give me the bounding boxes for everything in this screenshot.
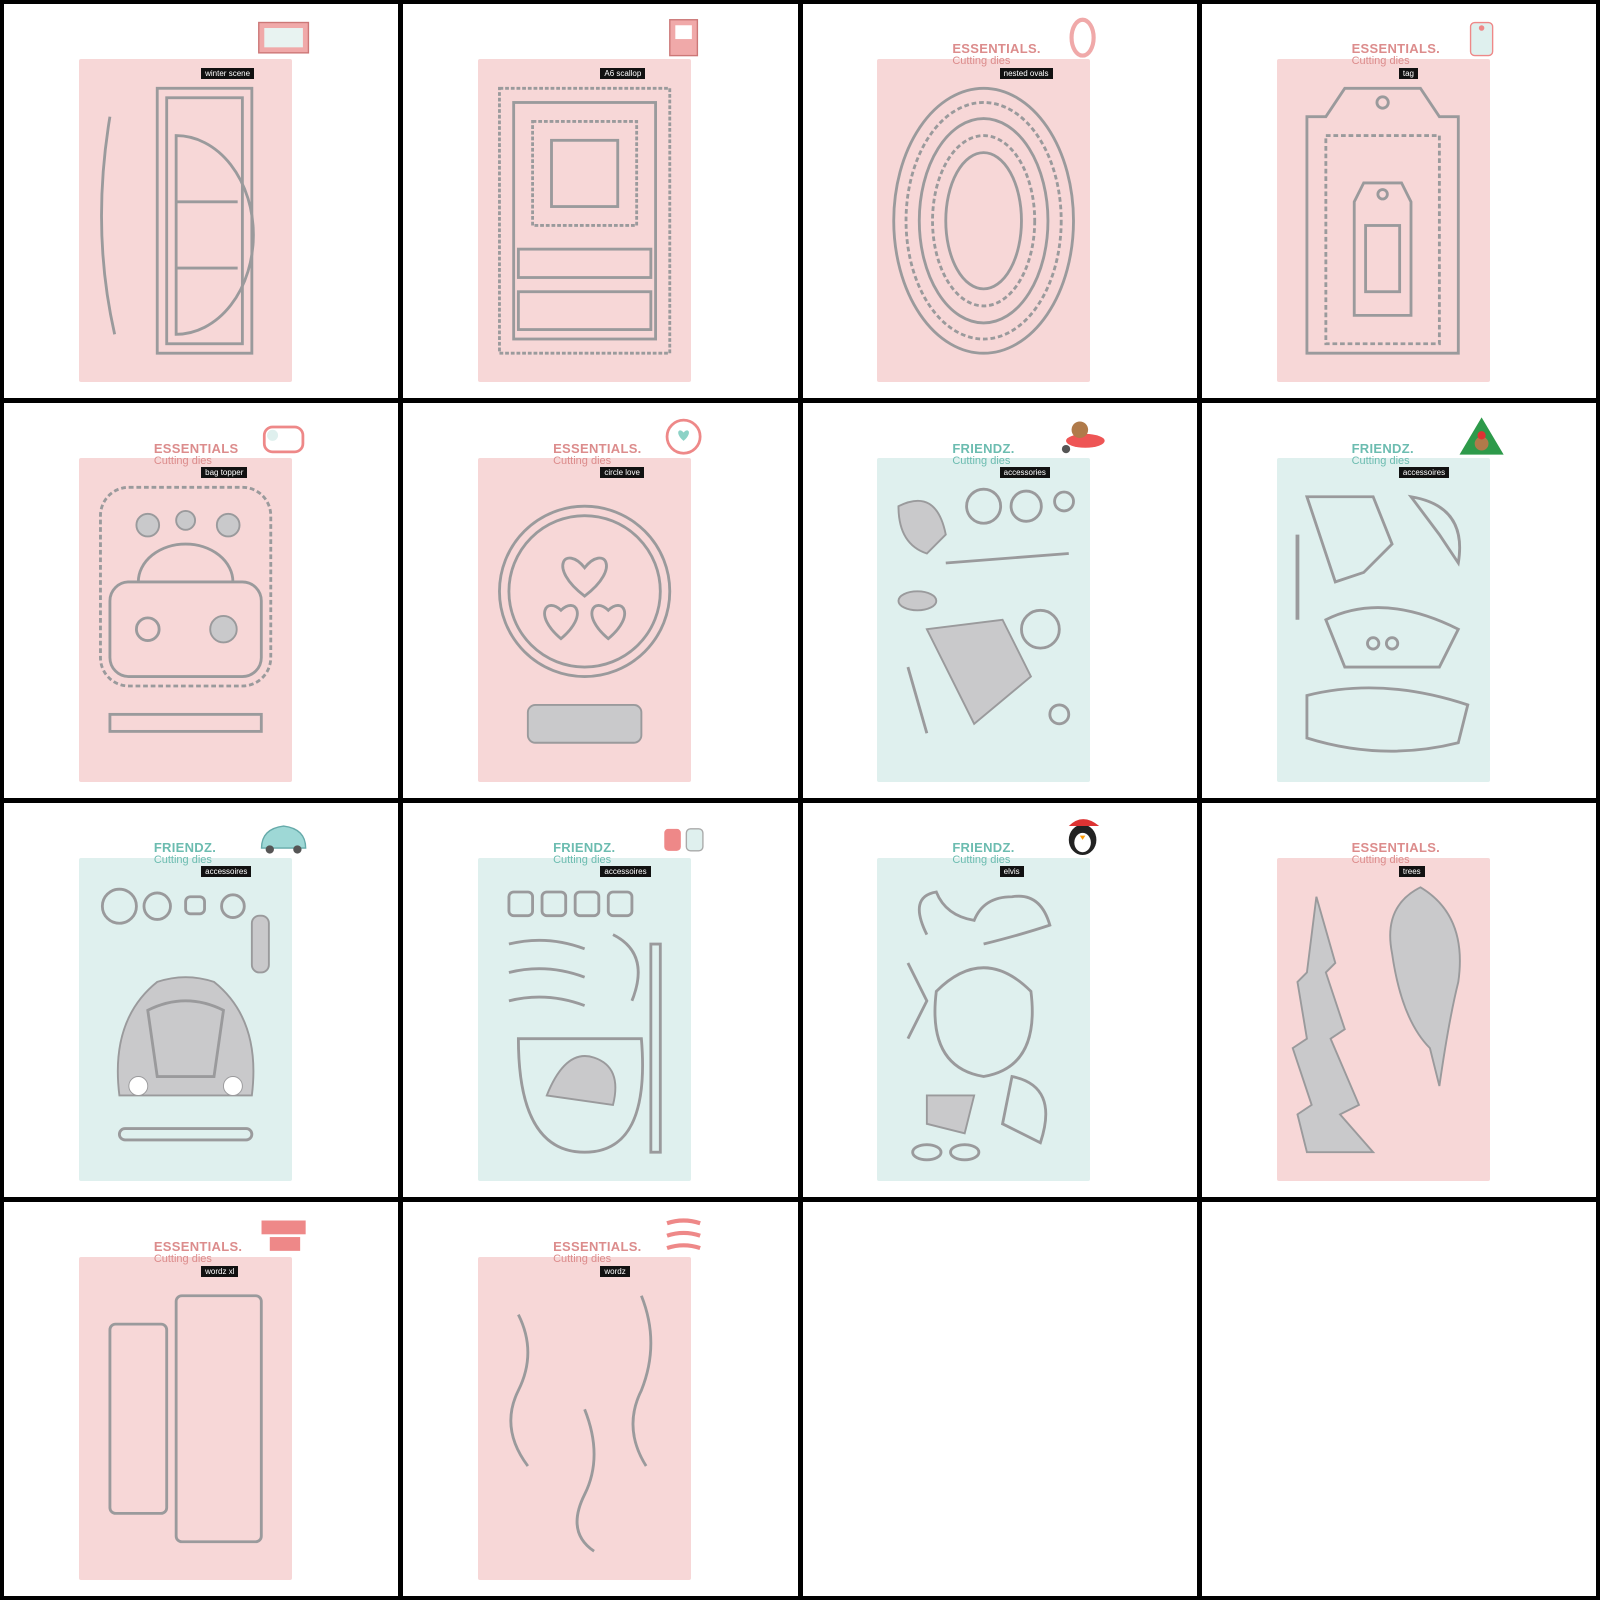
make-a-wish-icon xyxy=(256,1214,311,1257)
brand-name: ESSENTIALS. xyxy=(553,1239,642,1255)
die-cut-shapes-reindeer-parts xyxy=(889,866,1078,1174)
beetle-car-icon xyxy=(256,814,311,857)
brand-name: ESSENTIALS. xyxy=(553,440,642,456)
hot-cocoa-icon xyxy=(656,814,711,857)
product-name-label: wordz xl xyxy=(201,1265,239,1277)
die-package-card xyxy=(877,857,1091,1181)
bear-airplane-icon xyxy=(1055,415,1110,458)
die-package-card xyxy=(478,1256,692,1581)
product-name-label: accessoires xyxy=(600,866,651,878)
die-cut-shapes-bag-topper xyxy=(91,466,280,774)
die-cut-shapes-tag xyxy=(1288,67,1477,375)
die-cut-shapes-scallop-frames xyxy=(490,67,679,375)
brand-name: ESSENTIALS. xyxy=(153,1239,243,1255)
penguin-santa-icon xyxy=(1055,814,1110,857)
product-type: Cutting dies xyxy=(1351,454,1410,467)
die-cut-shapes-make-a-wish-words xyxy=(91,1265,280,1573)
brand-name: FRIENDZ. xyxy=(153,839,217,855)
scallop-card-icon xyxy=(656,16,711,59)
brand-name: ESSENTIALS xyxy=(153,440,239,456)
heart-wreath-icon xyxy=(656,415,711,458)
product-name-label: elvis xyxy=(999,866,1024,878)
die-cut-shapes-airplane-parts xyxy=(889,466,1078,774)
brand-name: ESSENTIALS. xyxy=(1351,41,1441,57)
die-package-card xyxy=(877,59,1091,383)
product-name-label: trees xyxy=(1398,866,1425,878)
product-name-label: accessoires xyxy=(201,866,252,878)
product-type: Cutting dies xyxy=(1351,853,1410,866)
die-cut-shapes-nested-ovals xyxy=(889,67,1078,375)
product-type: Cutting dies xyxy=(553,1253,612,1265)
die-cut-shapes-beetle-car xyxy=(91,866,280,1174)
gift-tag-icon xyxy=(1454,16,1509,59)
product-type: Cutting dies xyxy=(553,853,612,866)
die-package-card xyxy=(1276,59,1490,383)
empty-tile xyxy=(1201,1201,1596,1596)
product-tile[interactable]: A6 scallop xyxy=(403,4,798,399)
die-cut-shapes-hat-parts xyxy=(1288,466,1477,774)
bag-topper-icon xyxy=(256,415,311,458)
window-scene-icon xyxy=(256,16,311,59)
die-package-card xyxy=(78,1256,292,1581)
product-type: Cutting dies xyxy=(153,1253,212,1265)
brand-name: ESSENTIALS. xyxy=(952,41,1041,57)
brand-name: FRIENDZ. xyxy=(952,839,1015,855)
brand-name: FRIENDZ. xyxy=(553,839,616,855)
die-cut-shapes-arch-window xyxy=(91,67,280,375)
product-name-label: accessories xyxy=(999,467,1050,479)
oval-frame-icon xyxy=(1055,16,1110,59)
christmas-tree-bear-icon xyxy=(1454,415,1509,458)
die-cut-shapes-circle-love xyxy=(490,466,679,774)
product-name-label: winter scene xyxy=(201,67,255,79)
product-name-label: nested ovals xyxy=(999,67,1053,79)
product-name-label: circle love xyxy=(600,467,644,479)
empty-tile xyxy=(802,1201,1197,1596)
product-type: Cutting dies xyxy=(153,454,212,467)
product-type: Cutting dies xyxy=(153,853,212,866)
die-cut-shapes-cocoa-mug xyxy=(490,866,679,1174)
brand-name: FRIENDZ. xyxy=(1351,440,1414,456)
die-cut-shapes-pine-trees xyxy=(1288,866,1477,1174)
brand-name: FRIENDZ. xyxy=(952,440,1015,456)
product-name-label: A6 scallop xyxy=(600,67,646,79)
product-type: Cutting dies xyxy=(952,454,1011,467)
product-name-label: accessoires xyxy=(1398,467,1450,479)
product-type: Cutting dies xyxy=(952,55,1011,68)
product-type: Cutting dies xyxy=(952,853,1011,866)
product-type: Cutting dies xyxy=(553,454,612,467)
product-name-label: tag xyxy=(1398,67,1418,79)
die-package-card xyxy=(478,857,692,1181)
product-tile[interactable]: winter scene xyxy=(4,4,399,399)
product-name-label: wordz xyxy=(600,1265,630,1277)
brand-name: ESSENTIALS. xyxy=(1351,839,1441,855)
product-type: Cutting dies xyxy=(1351,55,1410,68)
die-cut-shapes-script-words xyxy=(490,1265,679,1573)
product-name-label: bag topper xyxy=(201,467,248,479)
winter-words-icon xyxy=(656,1214,711,1257)
